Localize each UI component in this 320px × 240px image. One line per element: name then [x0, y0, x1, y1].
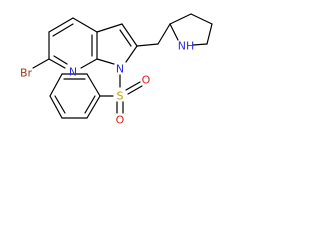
- bond-c4prime-c5prime: [206, 23, 213, 45]
- pyrrolidinylmethyl-group: [136, 13, 213, 47]
- benzenesulfonyl-group: [49, 73, 143, 119]
- bond-ph-1-2: [86, 73, 101, 97]
- atom-label-sulfur: S: [117, 90, 124, 103]
- bond-n7-c6: [48, 58, 66, 69]
- atom-label-oxygen-lower: O: [116, 114, 125, 127]
- bond-c3prime-c4prime: [190, 13, 213, 25]
- bond-c7a-n7: [80, 58, 98, 69]
- bond-n1-c7a: [96, 58, 115, 65]
- atom-label-nh: NH: [178, 40, 195, 53]
- atom-label-n-pyrrole: N: [116, 63, 124, 76]
- bond-c5-c4: [48, 17, 74, 33]
- bond-ph-4-5-double: [54, 95, 66, 114]
- bond-ph-4-5: [49, 95, 63, 119]
- bond-ch2-c2prime: [157, 23, 171, 45]
- pyridine-ring: [32, 17, 98, 69]
- bond-c6-br: [32, 58, 50, 69]
- bond-n7-c6-double: [53, 55, 68, 65]
- chemical-structure-diagram: Br N N S O O NH: [20, 13, 213, 127]
- bond-c5prime-nh: [192, 43, 208, 46]
- pyrrole-ring: [96, 23, 138, 65]
- atom-label-oxygen-upper: O: [142, 74, 151, 87]
- atom-label-n-pyridine: N: [69, 66, 77, 79]
- bond-ph-6-1: [86, 95, 101, 119]
- bond-c4-c3a: [72, 17, 98, 33]
- bond-s-o-upper-double: [127, 85, 143, 95]
- bond-c3-c2-double: [119, 29, 132, 47]
- bond-c2-ch2: [136, 43, 159, 47]
- bond-ph-3-4: [49, 73, 63, 97]
- bond-c3-c2: [121, 23, 138, 47]
- bond-c2-n1: [125, 45, 138, 63]
- bond-c3a-c3: [96, 23, 123, 33]
- bond-ph-6-1-double: [84, 95, 96, 114]
- bond-s-o-upper: [125, 81, 141, 91]
- bond-nh-c2prime: [169, 23, 179, 41]
- atom-label-br: Br: [20, 67, 33, 80]
- bond-c5-c4-double: [52, 23, 74, 37]
- bond-c2prime-c3prime: [169, 13, 192, 25]
- atom-labels: Br N N S O O NH: [20, 40, 194, 127]
